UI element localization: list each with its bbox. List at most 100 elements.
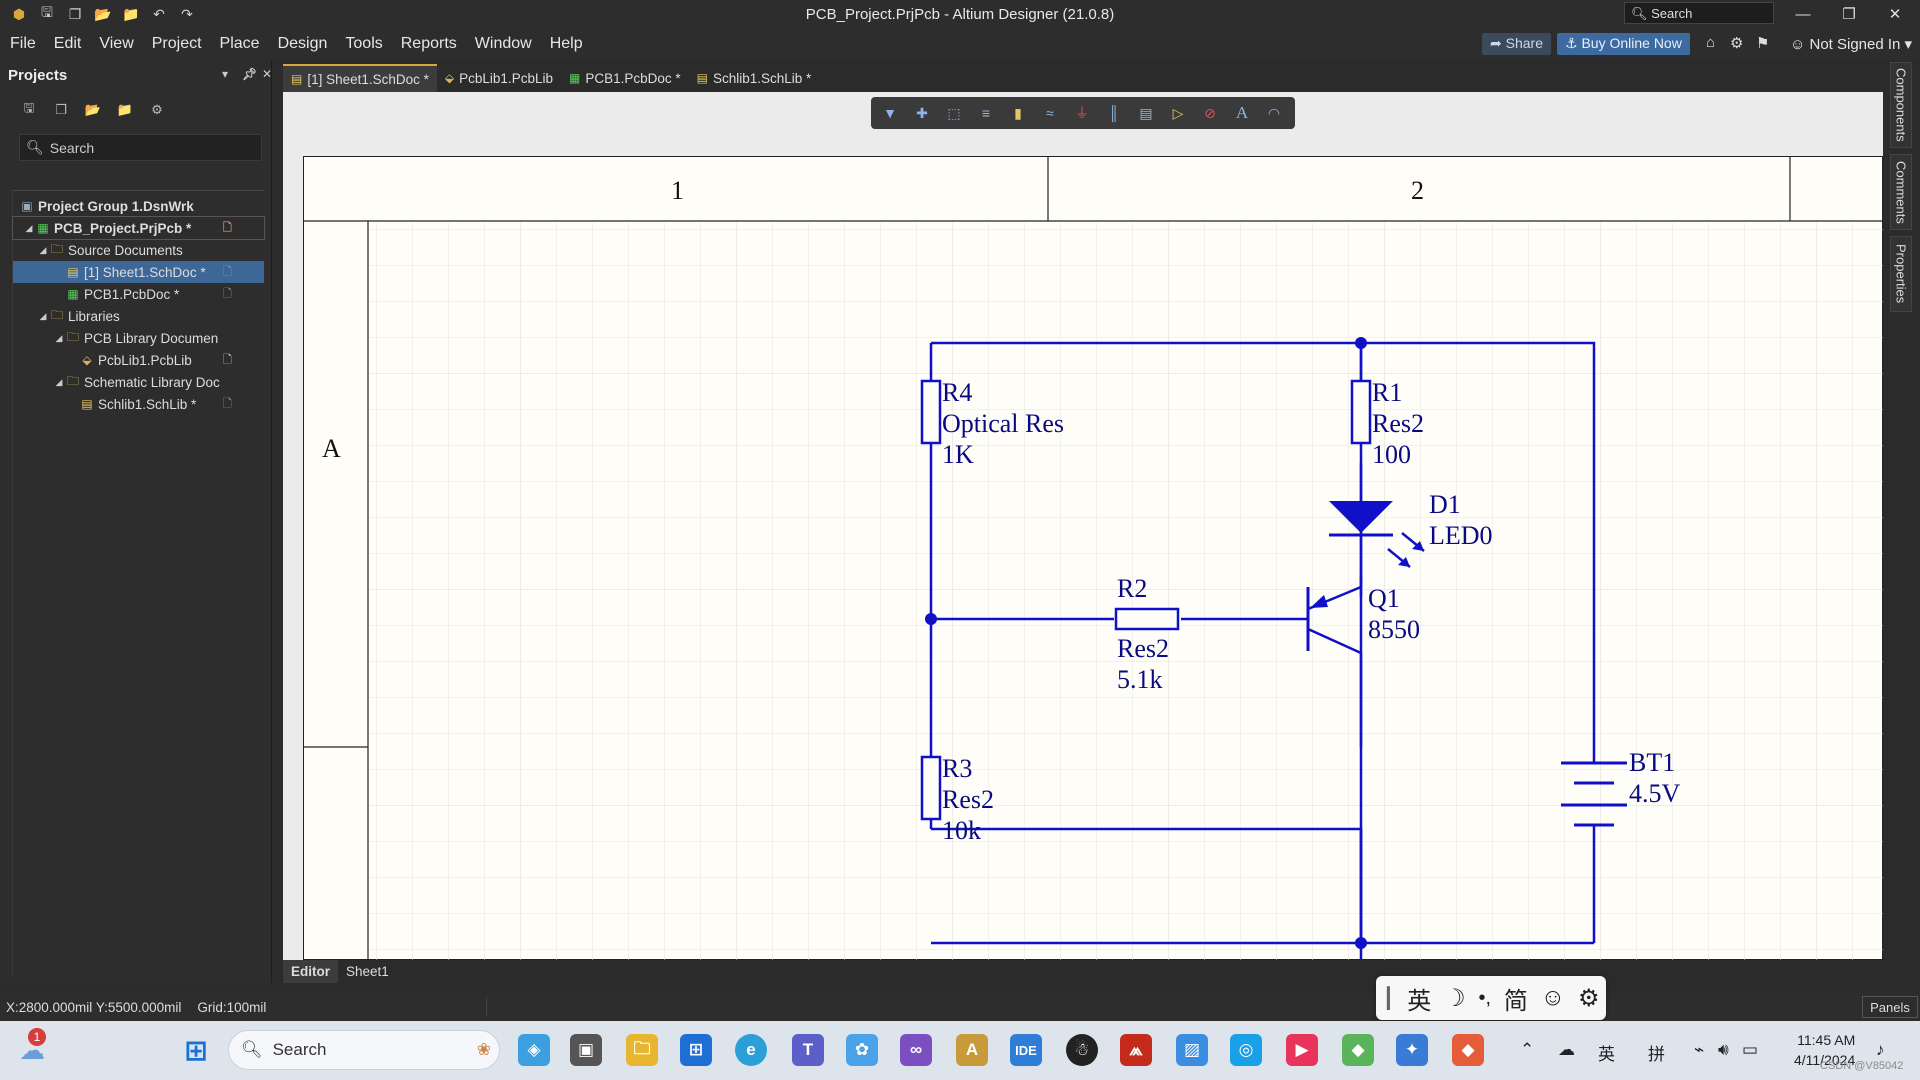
transistor-q1[interactable]: Q1 8550 [1269,575,1420,655]
schematic-sheet[interactable]: 1 2 A [303,156,1883,960]
show-hidden-icons-chevron-icon[interactable]: ⌃ [1520,1040,1535,1059]
menu-project[interactable]: Project [151,35,202,52]
tree-item-project-group[interactable]: ▣Project Group 1.DsnWrk [13,195,264,217]
microsoft-store-icon[interactable]: ⊞ [680,1034,712,1066]
filter-icon[interactable]: ▼ [883,105,897,121]
collapse-arrow-icon[interactable]: ◢ [39,244,47,255]
tab-comments[interactable]: Comments [1890,154,1912,230]
menu-view[interactable]: View [99,35,134,52]
menu-file[interactable]: File [10,35,36,52]
acrobat-icon[interactable]: ⩕ [1120,1034,1152,1066]
menu-edit[interactable]: Edit [53,35,82,52]
fusion-app-icon[interactable]: ✦ [1396,1034,1428,1066]
pin-icon[interactable]: 📌︎ [242,67,258,81]
tab-properties[interactable]: Properties [1890,236,1912,312]
panel-close-icon[interactable]: ✕ [262,67,273,81]
resistor-r3[interactable]: R3 Res2 10k [920,754,994,845]
menu-tools[interactable]: Tools [345,35,383,52]
directive-icon[interactable]: ⊘ [1204,104,1216,121]
tab-sheet1-schdoc[interactable]: ▤[1] Sheet1.SchDoc * [283,64,437,92]
tab-sheet1[interactable]: Sheet1 [346,964,389,979]
resistor-r4[interactable]: R4 Optical Res 1K [920,378,1064,469]
home-icon[interactable]: ⌂ [1706,34,1716,51]
ime-settings-gear-icon[interactable]: ⚙ [1578,984,1600,1012]
menu-window[interactable]: Window [474,35,532,52]
resistor-r2[interactable]: R2 Res2 5.1k [1114,574,1180,694]
collapse-arrow-icon[interactable]: ◢ [55,376,63,387]
ime-drag-handle[interactable]: ┃ [1382,987,1395,1010]
file-explorer-icon[interactable]: 🗀︎ [626,1034,658,1066]
teams-icon[interactable]: T [792,1034,824,1066]
buy-online-button[interactable]: ⚓ Buy Online Now [1557,33,1690,55]
copilot-icon[interactable]: ◈ [518,1034,550,1066]
save-all-icon[interactable]: ❐ [68,5,82,22]
tree-item-pcblib1[interactable]: ⬙PcbLib1.PcbLib🗋︎ [13,349,264,371]
photos-icon[interactable]: ✿ [846,1034,878,1066]
close-button[interactable]: ✕ [1888,6,1902,23]
collapse-arrow-icon[interactable]: ◢ [39,310,47,321]
projects-search-input[interactable]: 🔍︎Search [19,134,262,161]
ime-script-toggle[interactable]: 简 [1503,987,1528,1015]
tab-pcblib1[interactable]: ⬙PcbLib1.PcbLib [437,64,561,92]
menu-design[interactable]: Design [277,35,328,52]
punctuation-icon[interactable]: •, [1478,986,1492,1009]
panels-button[interactable]: Panels [1862,996,1918,1018]
menu-help[interactable]: Help [549,35,583,52]
power-port-icon[interactable]: ⏚ [1075,105,1089,121]
tab-pcb1-pcbdoc[interactable]: ▦PCB1.PcbDoc * [561,64,689,92]
tree-item-sheet1[interactable]: ▤[1] Sheet1.SchDoc *🗋︎ [13,261,264,283]
notifications-icon[interactable]: ⚑ [1756,35,1770,52]
wire-icon[interactable]: ≈ [1046,105,1054,121]
resistor-r1[interactable]: R1 Res2 100 [1350,378,1424,469]
diamond-app-icon[interactable]: ◆ [1452,1034,1484,1066]
gear-icon[interactable]: ⚙ [1730,35,1744,52]
open-icon[interactable]: 📂 [94,5,112,22]
tree-item-schematic-library-documents[interactable]: ◢🗀︎Schematic Library Doc [13,371,264,393]
taskbar-search-box[interactable]: 🔍︎ Search ❀ [228,1030,500,1070]
tree-item-libraries[interactable]: ◢🗀︎Libraries [13,305,264,327]
align-icon[interactable]: ≡ [981,105,991,121]
tree-item-source-documents[interactable]: ◢🗀︎Source Documents [13,239,264,261]
text-icon[interactable]: A [1235,103,1249,122]
collapse-arrow-icon[interactable]: ◢ [25,222,33,233]
arc-icon[interactable]: ◠ [1267,104,1281,121]
task-view-icon[interactable]: ▣ [570,1034,602,1066]
tree-item-pcb1[interactable]: ▦PCB1.PcbDoc *🗋︎ [13,283,264,305]
port-icon[interactable]: ▷ [1172,104,1184,121]
move-icon[interactable]: ✚ [916,104,928,121]
git-client-icon[interactable]: ◆ [1342,1034,1374,1066]
place-part-icon[interactable]: ▮ [1014,104,1022,121]
collapse-arrow-icon[interactable]: ◢ [55,332,63,343]
save-project-icon[interactable]: 🖫 [23,100,35,115]
global-search-input[interactable]: 🔍︎ Search [1624,2,1774,24]
save-icon[interactable]: 🖫 [41,4,53,20]
compile-icon[interactable]: ❐ [55,102,67,117]
minimize-button[interactable]: — [1795,5,1811,23]
tray-input-method[interactable]: 拼 [1648,1045,1665,1064]
account-button[interactable]: ☺ Not Signed In ▾ [1790,36,1913,53]
taskbar-clock[interactable]: 11:45 AM 4/11/2024 [1794,1030,1855,1070]
schematic-canvas[interactable]: 1 2 A [283,92,1883,960]
qq-icon[interactable]: ☃ [1066,1034,1098,1066]
undo-icon[interactable]: ↶ [153,5,165,22]
project-options-icon[interactable]: ⚙ [151,102,163,117]
menu-place[interactable]: Place [219,35,260,52]
select-rect-icon[interactable]: ⬚ [947,104,961,121]
tab-components[interactable]: Components [1890,62,1912,148]
volume-icon[interactable]: 🔊︎ [1718,1040,1729,1059]
bus-icon[interactable]: ║ [1109,105,1119,121]
battery-icon[interactable]: ▭ [1742,1040,1759,1059]
menu-reports[interactable]: Reports [400,35,457,52]
ime-language-toggle[interactable]: 英 [1407,987,1432,1015]
wifi-icon[interactable]: ⌁ [1694,1040,1705,1059]
tree-item-pcb-library-documents[interactable]: ◢🗀︎PCB Library Documen [13,327,264,349]
emoji-icon[interactable]: ☺ [1540,984,1566,1011]
share-button[interactable]: ➦ Share [1482,33,1551,55]
open-folder-icon[interactable]: 📂 [84,102,102,117]
lens-app-icon[interactable]: ◎ [1230,1034,1262,1066]
panel-menu-icon[interactable]: ▾ [222,67,229,81]
led-d1[interactable]: D1 LED0 [1329,490,1493,568]
open-project-icon[interactable]: 📁 [122,5,140,22]
edge-browser-icon[interactable]: e [735,1034,767,1066]
sheet-symbol-icon[interactable]: ▤ [1139,104,1153,121]
